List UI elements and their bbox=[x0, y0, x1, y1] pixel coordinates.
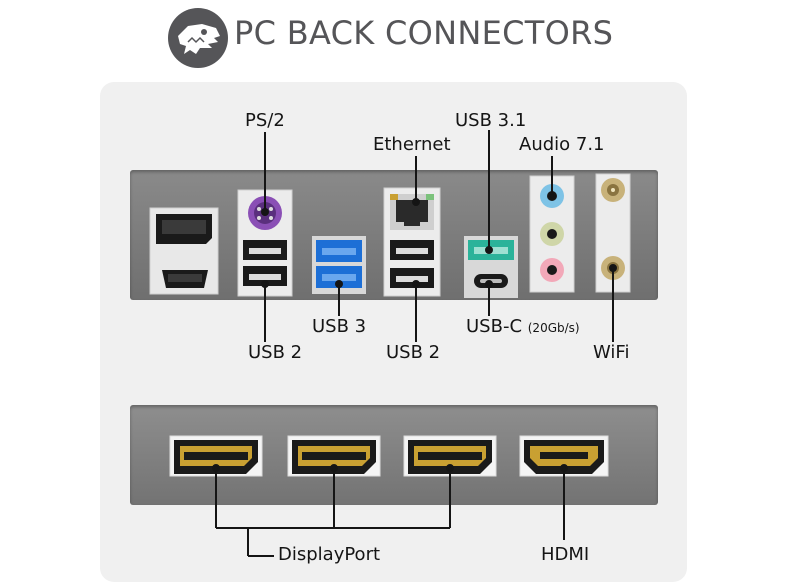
label-ps2: PS/2 bbox=[245, 110, 285, 131]
ps2-usb2-stack bbox=[237, 189, 293, 297]
label-usbc-speed: (20Gb/s) bbox=[527, 321, 580, 335]
usb3-stack bbox=[312, 236, 366, 294]
ethernet-usb2-stack bbox=[383, 187, 441, 297]
label-ethernet: Ethernet bbox=[373, 134, 451, 155]
label-usb2-right: USB 2 bbox=[386, 342, 441, 363]
page-title: PC BACK CONNECTORS bbox=[234, 14, 614, 52]
label-displayport: DisplayPort bbox=[278, 544, 381, 565]
label-usb3: USB 3 bbox=[312, 316, 367, 337]
usb31-usbc-stack bbox=[464, 236, 518, 298]
audio-stack bbox=[529, 175, 575, 293]
label-wifi: WiFi bbox=[593, 342, 630, 363]
hdmi-port bbox=[519, 435, 609, 477]
label-usb2-left: USB 2 bbox=[248, 342, 303, 363]
leader-lines-bottom bbox=[212, 464, 568, 557]
label-hdmi: HDMI bbox=[541, 544, 590, 565]
leader-lines-top bbox=[261, 130, 617, 342]
displayport-port bbox=[169, 435, 263, 477]
label-usbc-name: USB-C bbox=[466, 316, 523, 337]
label-usb31: USB 3.1 bbox=[455, 110, 527, 131]
displayport-port bbox=[403, 435, 497, 477]
label-audio: Audio 7.1 bbox=[519, 134, 605, 155]
label-usbc: USB-C (20Gb/s) bbox=[466, 316, 580, 337]
dinosaur-skull-logo-icon bbox=[168, 8, 228, 68]
io-video-bracket bbox=[149, 207, 219, 295]
